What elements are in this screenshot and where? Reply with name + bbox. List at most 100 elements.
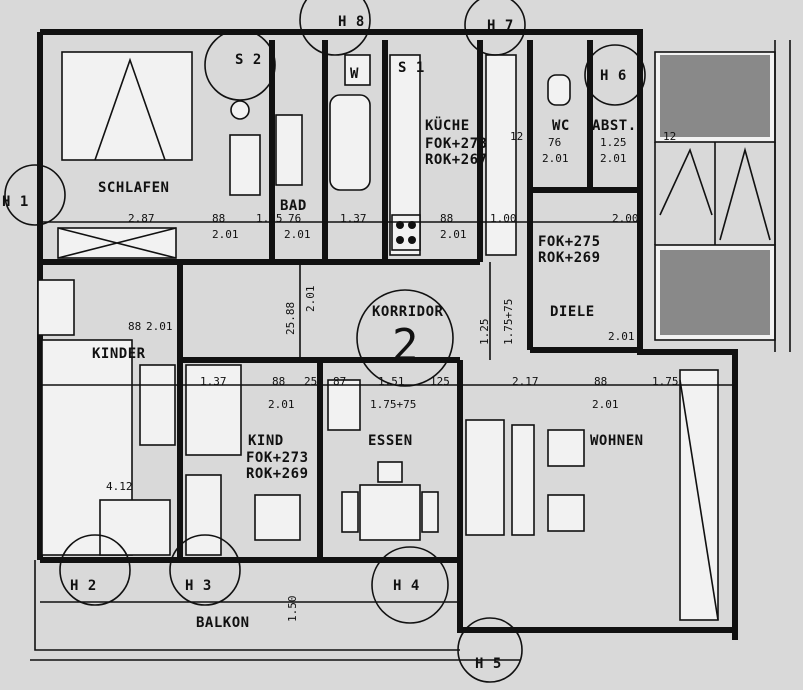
wohnen-sofa [465, 419, 505, 536]
dim-label: 2.01 [440, 228, 467, 241]
heater-circle-h2 [59, 534, 131, 606]
level-kind-rok: ROK+269 [246, 466, 309, 482]
dim-label: 2.01 [600, 152, 627, 165]
korridor-circle [356, 289, 454, 387]
dim-label: 88 [594, 375, 607, 388]
stair-grating-bottom [660, 250, 770, 335]
stove [391, 214, 421, 251]
schlafen-round-table [230, 100, 250, 120]
room-bad: BAD [280, 198, 307, 214]
room-abst: ABST. [592, 118, 637, 134]
room-kind: KIND [248, 433, 284, 449]
stove-burner [396, 221, 404, 229]
dim-label: 1.25 [600, 136, 627, 149]
dim-lines-horizontal [40, 221, 735, 603]
armchair [547, 429, 585, 467]
heater-circle-s2 [204, 29, 276, 101]
dimension-labels: 2.87 88 2.01 1.25 76 2.01 1.37 88 2.01 1… [106, 130, 679, 622]
heater-labels: H 1 H 2 H 3 H 4 H 5 H 6 H 7 H 8 [2, 14, 627, 672]
stair-flights [654, 142, 776, 245]
heater-circle-h5 [457, 617, 523, 683]
dim-label: 2.01 [212, 228, 239, 241]
mark-circled-2: 2 [392, 320, 419, 371]
dim-lines-vertical [299, 262, 491, 360]
mark-w: W [350, 66, 359, 82]
stove-burner [408, 236, 416, 244]
level-diele-fok: FOK+275 [538, 234, 601, 250]
wardrobe-cross [57, 227, 177, 259]
room-essen: ESSEN [368, 433, 413, 449]
dim-label: 88 [128, 320, 141, 333]
heater-h2: H 2 [70, 578, 97, 594]
heater-h1: H 1 [2, 194, 29, 210]
level-kind-fok: FOK+273 [246, 450, 309, 466]
level-kueche-fok: FOK+273 [425, 136, 488, 152]
room-balkon: BALKON [196, 615, 250, 631]
stove-burner [408, 221, 416, 229]
dim-label: 1.25 [256, 212, 283, 225]
mark-stair-12: 12 [663, 130, 676, 143]
marks: S 2 S 1 W 12 2 [235, 52, 676, 371]
heater-h7: H 7 [487, 18, 514, 34]
heater-h3: H 3 [185, 578, 212, 594]
dim-label: 88 [272, 375, 285, 388]
dim-label: 2.00 [612, 212, 639, 225]
kind-bed [185, 364, 242, 456]
heater-circle-h8 [299, 0, 371, 56]
dim-label: 2.01 [542, 152, 569, 165]
mark-s2: S 2 [235, 52, 262, 68]
dim-label: 88 [440, 212, 453, 225]
bathtub [329, 94, 371, 191]
room-korridor: KORRIDOR [372, 304, 444, 320]
heater-h4: H 4 [393, 578, 420, 594]
dim-label: 2.01 [284, 228, 311, 241]
dim-label: 1.25 [478, 319, 491, 346]
dim-label: 12 [510, 130, 523, 143]
kinder-table [99, 499, 171, 556]
room-labels: SCHLAFEN BAD KÜCHE WC ABST. KINDER KORRI… [92, 116, 644, 631]
armchair [547, 494, 585, 532]
schlafen-cabinet [229, 134, 261, 196]
dim-label: 25.88 [284, 302, 297, 335]
heater-h6: H 6 [600, 68, 627, 84]
staircase [654, 40, 791, 352]
dining-table [359, 484, 421, 541]
dim-label: 4.12 [106, 480, 133, 493]
washing-machine [344, 54, 371, 86]
heater-symbols [4, 0, 646, 683]
dim-label: 25 [304, 375, 317, 388]
room-kueche: KÜCHE [425, 116, 470, 134]
heater-h8: H 8 [338, 14, 365, 30]
dim-label: 76 [288, 212, 301, 225]
room-diele: DIELE [550, 304, 595, 320]
cabinet-diagonal [679, 379, 719, 621]
kind-desk [254, 494, 301, 541]
kinder-shelf [37, 279, 75, 336]
room-wohnen: WOHNEN [590, 433, 644, 449]
dim-label: 2.87 [128, 212, 155, 225]
level-kueche-rok: ROK+267 [425, 152, 488, 168]
dining-chair [421, 491, 439, 533]
level-labels: FOK+273 ROK+267 FOK+275 ROK+269 FOK+273 … [246, 136, 601, 482]
washbasins [275, 114, 303, 186]
dim-label: 1.37 [340, 212, 367, 225]
kitchen-cupboard [485, 54, 517, 256]
stair-grating-top [660, 55, 770, 137]
dim-label: 88 [212, 212, 225, 225]
mark-s1: S 1 [398, 60, 425, 76]
dim-label: 1.00 [490, 212, 517, 225]
dim-label: 1.37 [200, 375, 227, 388]
heater-circle-h7 [464, 0, 526, 56]
wohnen-table [511, 424, 535, 536]
dimension-lines [40, 221, 735, 603]
level-diele-rok: ROK+269 [538, 250, 601, 266]
dim-label: 1.51 [378, 375, 405, 388]
room-kinder: KINDER [92, 346, 146, 362]
dim-label: 125 [430, 375, 450, 388]
bed-marker [94, 57, 166, 161]
dim-label: 2.01 [268, 398, 295, 411]
stair-wall [774, 40, 791, 352]
room-wc: WC [552, 118, 570, 134]
dim-label: 2.01 [146, 320, 173, 333]
